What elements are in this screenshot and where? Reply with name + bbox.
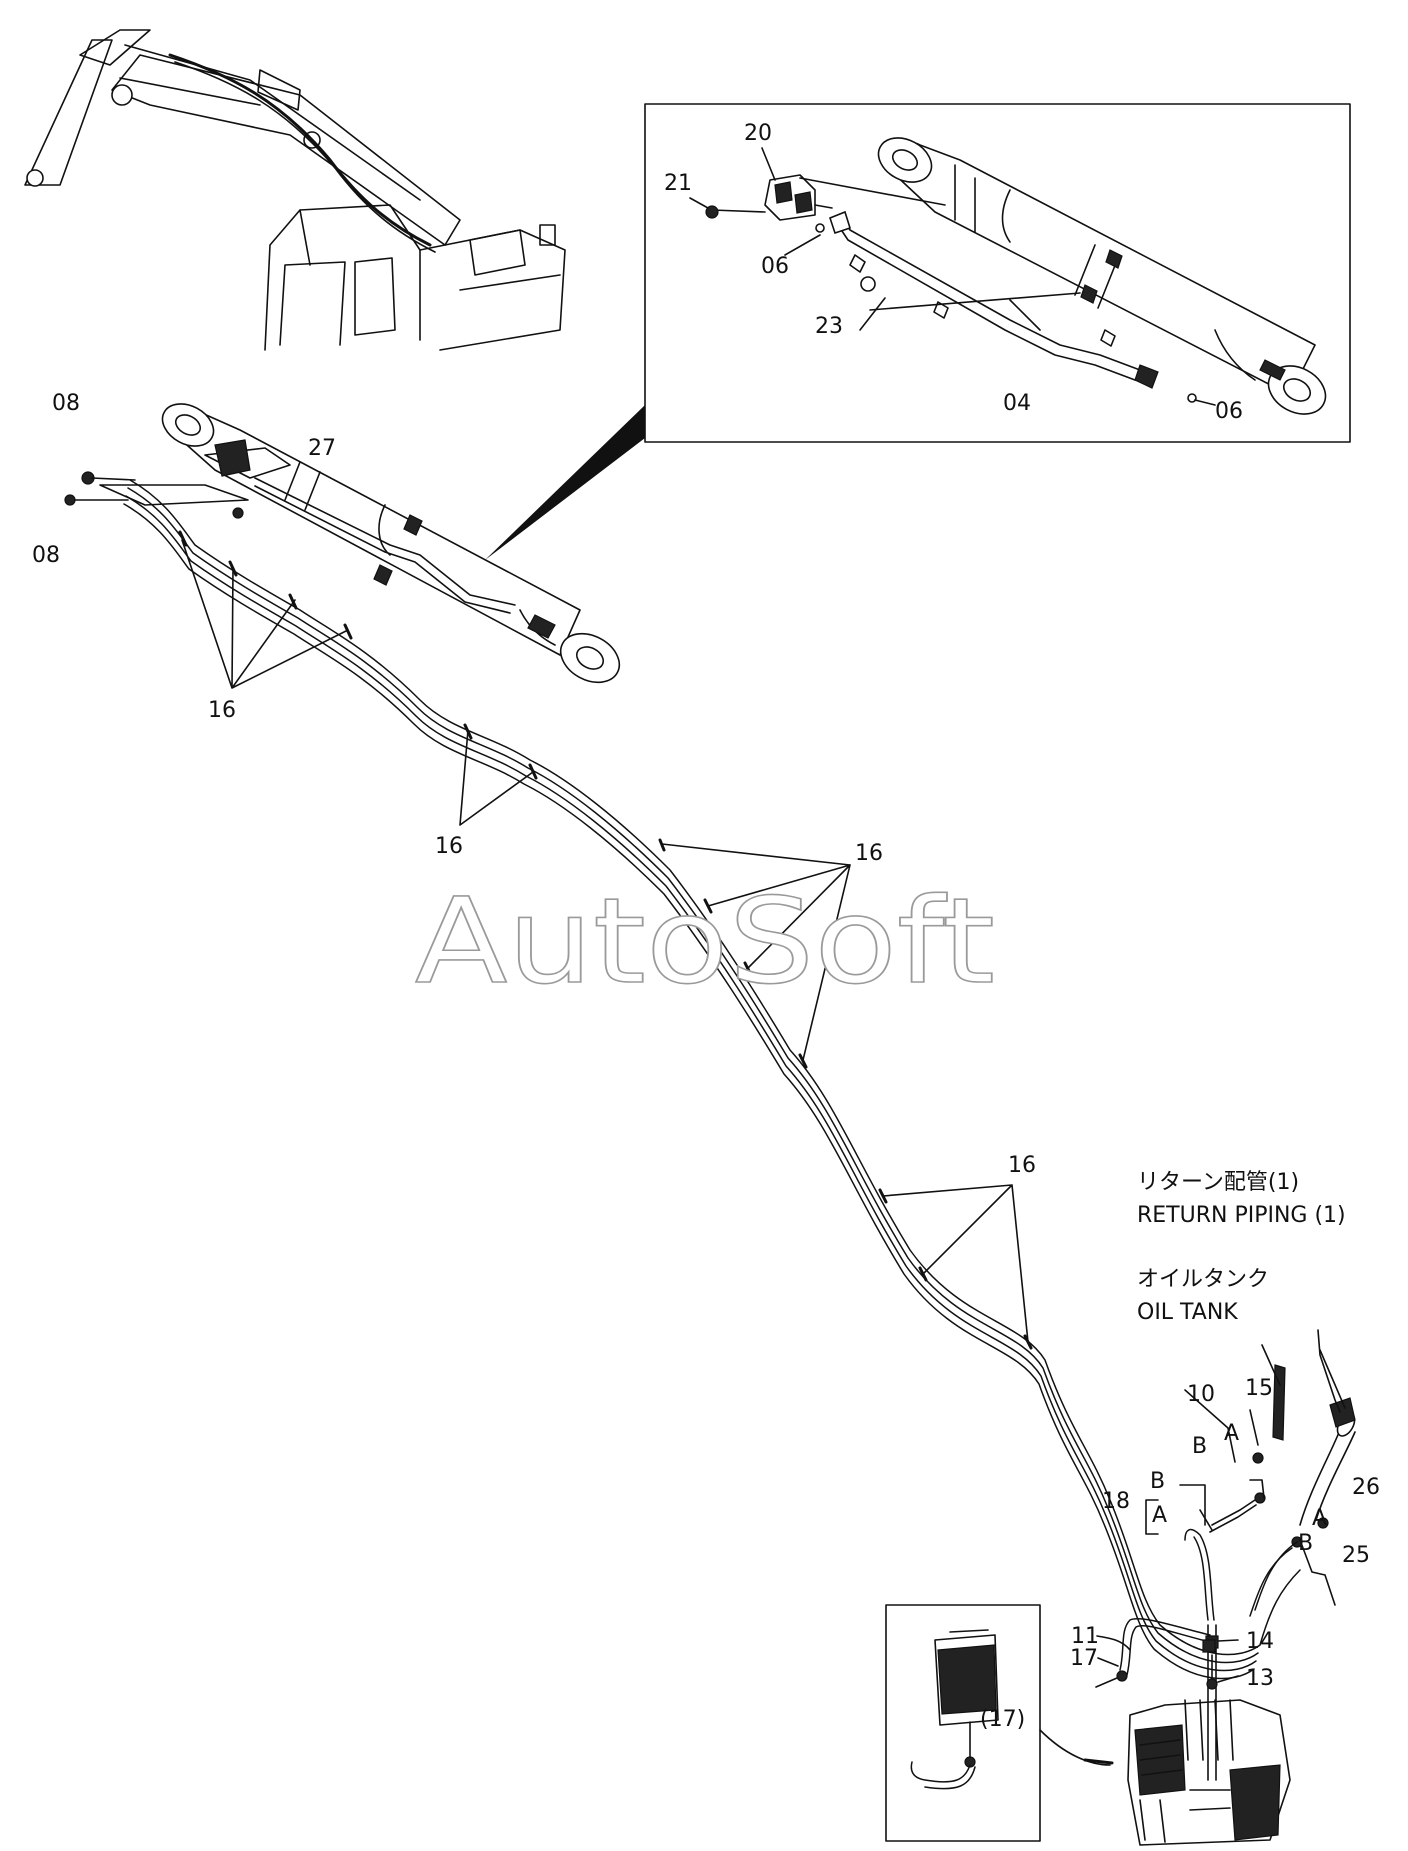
- callout-04: 04: [1003, 391, 1031, 416]
- callout-16-d: 16: [1008, 1153, 1036, 1178]
- callout-06-upper: 06: [761, 254, 789, 279]
- port-a-upper: A: [1224, 1421, 1239, 1446]
- label-oil-tank-en: OIL TANK: [1137, 1300, 1238, 1325]
- label-return-piping-jp: リターン配管(1): [1137, 1170, 1299, 1195]
- callout-26: 26: [1352, 1475, 1380, 1500]
- label-return-piping-en: RETURN PIPING (1): [1137, 1203, 1346, 1228]
- callout-15: 15: [1245, 1376, 1273, 1401]
- callout-17: 17: [1070, 1646, 1098, 1671]
- excavator-arm: [24, 29, 461, 253]
- callout-11: 11: [1071, 1624, 1099, 1649]
- callout-17-ref: (17): [980, 1707, 1025, 1732]
- callout-08-lower: 08: [32, 543, 60, 568]
- boom-cylinder: [161, 403, 621, 684]
- callouts: 20 21 06 23 04 06 08 08 27 16 16 16 16 1…: [32, 121, 1380, 1732]
- control-valve: [1127, 1699, 1291, 1846]
- callout-10: 10: [1187, 1382, 1215, 1407]
- callout-16-c: 16: [855, 841, 883, 866]
- clamp-leader-lines: [181, 539, 1029, 1343]
- watermark: AutoSoft: [415, 872, 995, 1010]
- callout-16-b: 16: [435, 834, 463, 859]
- port-b-upper: B: [1192, 1434, 1207, 1459]
- inset-pointer: [485, 405, 645, 560]
- callout-16-a: 16: [208, 698, 236, 723]
- callout-20: 20: [744, 121, 772, 146]
- port-b-tank: B: [1298, 1531, 1313, 1556]
- callout-23: 23: [815, 314, 843, 339]
- excavator-cab: [264, 204, 566, 351]
- label-oil-tank-jp: オイルタンク: [1137, 1267, 1269, 1292]
- callout-18: 18: [1102, 1489, 1130, 1514]
- callout-06-lower: 06: [1215, 399, 1243, 424]
- excavator-overview: [24, 29, 566, 351]
- annotation-labels: リターン配管(1) RETURN PIPING (1) オイルタンク OIL T…: [1137, 1170, 1346, 1325]
- oil-tank-area: [1249, 1344, 1356, 1617]
- callout-13: 13: [1246, 1666, 1274, 1691]
- port-a-hose18: A: [1152, 1503, 1167, 1528]
- inset-pipe-04: [829, 210, 1197, 403]
- inset-cylinder: [877, 137, 1327, 415]
- hose-11: [1116, 1617, 1218, 1690]
- inset-valve-block: [705, 174, 833, 233]
- callout-08-upper: 08: [52, 391, 80, 416]
- callout-14: 14: [1246, 1629, 1274, 1654]
- callout-21: 21: [664, 171, 692, 196]
- valve-inset: [885, 1604, 1114, 1842]
- hose-bundle: [64, 471, 1301, 1680]
- callout-27: 27: [308, 436, 336, 461]
- hose-18: [1184, 1452, 1266, 1781]
- lower-leaders: [1095, 1329, 1341, 1688]
- port-b-hose18: B: [1150, 1469, 1165, 1494]
- port-a-tank: A: [1312, 1506, 1327, 1531]
- inset-leaders: [689, 147, 1216, 406]
- callout-25: 25: [1342, 1543, 1370, 1568]
- detail-inset: [485, 103, 1351, 560]
